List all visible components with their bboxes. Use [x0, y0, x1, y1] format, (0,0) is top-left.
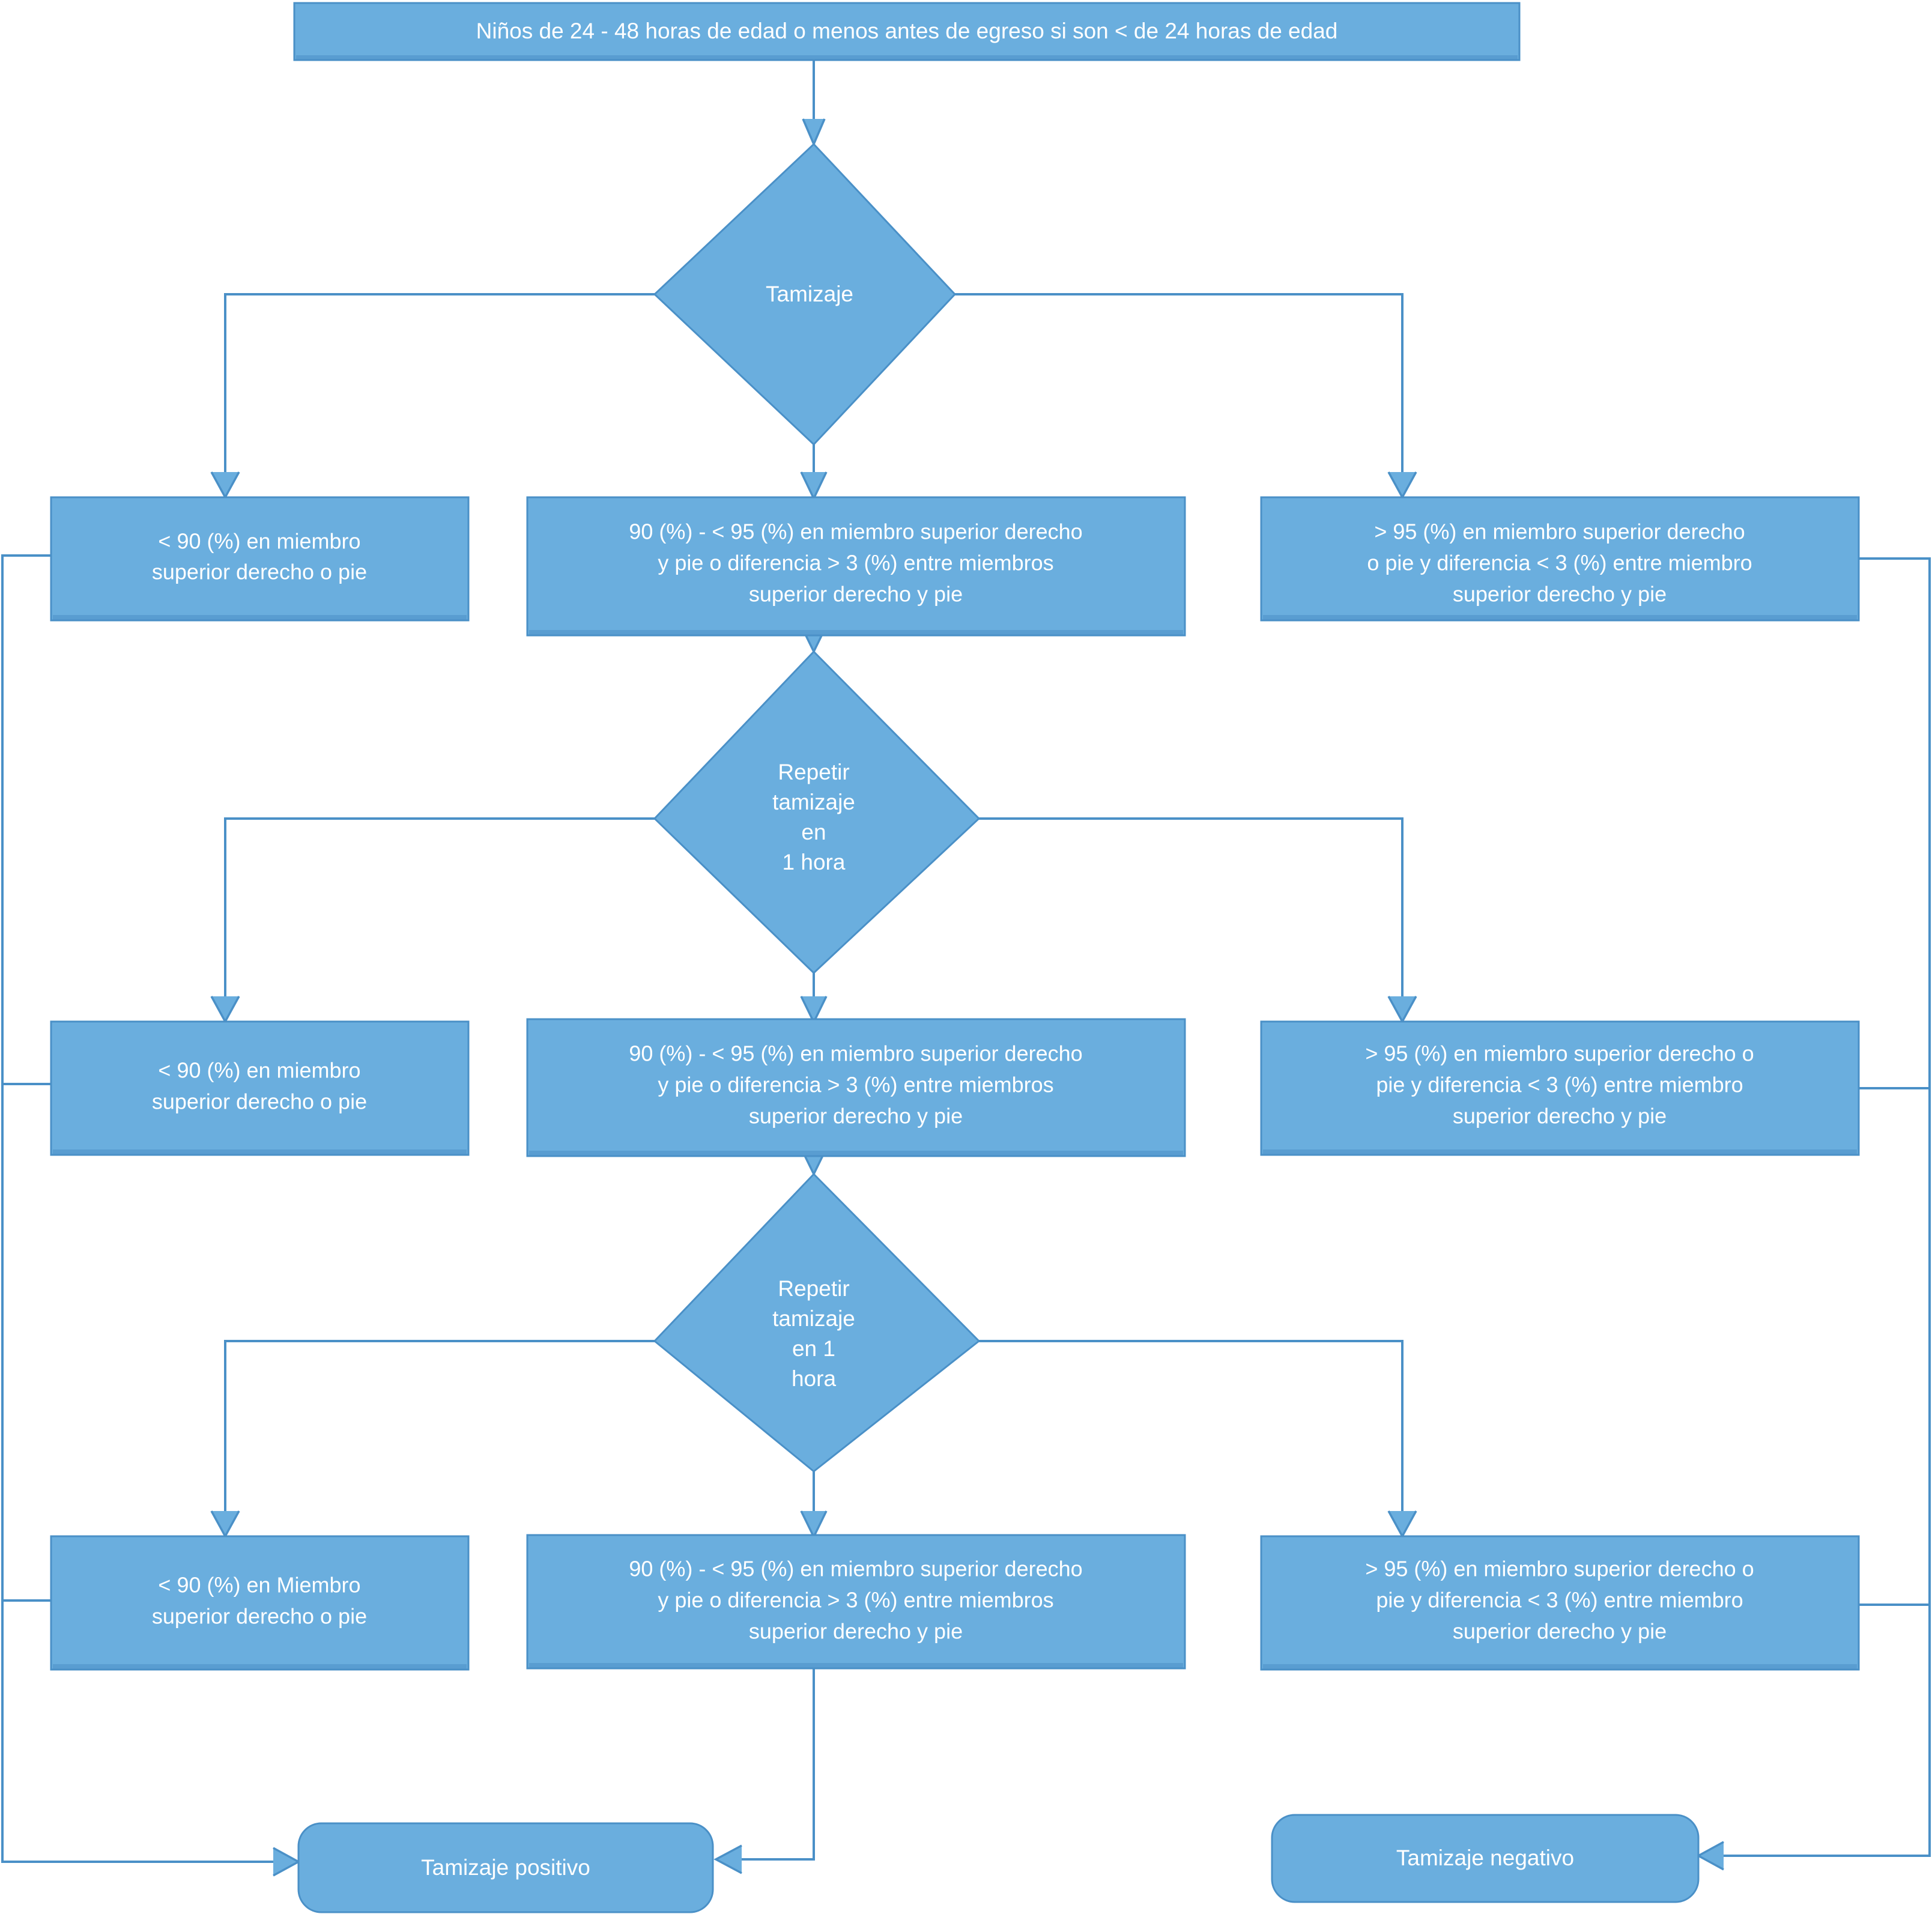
- node-decision-tamizaje-line-0: Tamizaje: [766, 282, 853, 306]
- node-row2-mid-line-1: y pie o diferencia > 3 (%) entre miembro…: [658, 1073, 1053, 1097]
- node-row2-mid-line-0: 90 (%) - < 95 (%) en miembro superior de…: [629, 1041, 1082, 1066]
- edge-left-trunk-to-positivo: [1, 554, 301, 1877]
- node-row2-high-line-1: pie y diferencia < 3 (%) entre miembro: [1376, 1073, 1743, 1097]
- node-row1-mid-line-0: 90 (%) - < 95 (%) en miembro superior de…: [629, 519, 1082, 544]
- node-row2-high-line-0: > 95 (%) en miembro superior derecho o: [1365, 1041, 1754, 1066]
- node-row1-high[interactable]: > 95 (%) en miembro superior derecho o p…: [1260, 496, 1860, 622]
- node-decision-repetir-1-line-2: en: [801, 820, 826, 844]
- node-decision-repetir-2-line-3: hora: [792, 1366, 836, 1391]
- node-row1-mid-line-1: y pie o diferencia > 3 (%) entre miembro…: [658, 551, 1053, 575]
- node-row2-low[interactable]: < 90 (%) en miembro superior derecho o p…: [50, 1020, 470, 1156]
- node-row3-mid-line-0: 90 (%) - < 95 (%) en miembro superior de…: [629, 1557, 1082, 1581]
- node-row3-mid-line-2: superior derecho y pie: [749, 1619, 963, 1644]
- node-decision-repetir-1-line-0: Repetir: [778, 760, 849, 784]
- node-terminal-negativo-label: Tamizaje negativo: [1396, 1846, 1574, 1870]
- node-row2-mid[interactable]: 90 (%) - < 95 (%) en miembro superior de…: [526, 1018, 1186, 1157]
- node-terminal-negativo[interactable]: Tamizaje negativo: [1271, 1814, 1700, 1903]
- node-row3-low-line-1: superior derecho o pie: [152, 1604, 367, 1629]
- node-decision-tamizaje[interactable]: Tamizaje: [653, 142, 957, 446]
- edge-row3-mid-to-positivo: [713, 1667, 815, 1874]
- node-row1-mid[interactable]: 90 (%) - < 95 (%) en miembro superior de…: [526, 496, 1186, 637]
- node-row3-mid[interactable]: 90 (%) - < 95 (%) en miembro superior de…: [526, 1534, 1186, 1670]
- node-row3-low-line-0: < 90 (%) en Miembro: [158, 1573, 360, 1598]
- node-row3-high[interactable]: > 95 (%) en miembro superior derecho o p…: [1260, 1535, 1860, 1671]
- node-row3-mid-line-1: y pie o diferencia > 3 (%) entre miembro…: [658, 1588, 1053, 1613]
- node-row3-high-line-0: > 95 (%) en miembro superior derecho o: [1365, 1557, 1754, 1581]
- node-start-label: Niños de 24 - 48 horas de edad o menos a…: [476, 19, 1338, 43]
- node-row1-high-line-2: superior derecho y pie: [1453, 582, 1667, 607]
- node-decision-repetir-2-line-2: en 1: [792, 1336, 835, 1361]
- node-row3-high-line-2: superior derecho y pie: [1453, 1619, 1667, 1644]
- node-decision-repetir-1-line-1: tamizaje: [772, 790, 855, 814]
- node-decision-repetir-1-line-3: 1 hora: [783, 850, 846, 874]
- node-row1-low-line-0: < 90 (%) en miembro: [158, 529, 360, 554]
- node-row2-mid-line-2: superior derecho y pie: [749, 1104, 963, 1128]
- node-row2-high[interactable]: > 95 (%) en miembro superior derecho o p…: [1260, 1020, 1860, 1156]
- node-row1-high-line-0: > 95 (%) en miembro superior derecho: [1374, 519, 1745, 544]
- node-terminal-positivo[interactable]: Tamizaje positivo: [297, 1822, 714, 1913]
- node-row2-high-line-2: superior derecho y pie: [1453, 1104, 1667, 1128]
- node-terminal-positivo-label: Tamizaje positivo: [421, 1855, 590, 1880]
- node-row1-high-line-1: o pie y diferencia < 3 (%) entre miembro: [1367, 551, 1752, 575]
- node-decision-repetir-2-line-1: tamizaje: [772, 1306, 855, 1331]
- node-decision-repetir-1[interactable]: Repetir tamizaje en 1 hora: [653, 650, 981, 975]
- node-row1-low[interactable]: < 90 (%) en miembro superior derecho o p…: [50, 496, 470, 622]
- node-row1-low-line-1: superior derecho o pie: [152, 560, 367, 584]
- node-row3-high-line-1: pie y diferencia < 3 (%) entre miembro: [1376, 1588, 1743, 1613]
- node-row2-low-line-0: < 90 (%) en miembro: [158, 1058, 360, 1083]
- node-start[interactable]: Niños de 24 - 48 horas de edad o menos a…: [293, 2, 1521, 61]
- node-row3-low[interactable]: < 90 (%) en Miembro superior derecho o p…: [50, 1535, 470, 1671]
- node-row1-mid-line-2: superior derecho y pie: [749, 582, 963, 607]
- edge-right-trunk-to-negativo: [1696, 557, 1931, 1871]
- node-decision-repetir-2[interactable]: Repetir tamizaje en 1 hora: [653, 1172, 981, 1473]
- node-decision-repetir-2-line-0: Repetir: [778, 1276, 849, 1301]
- node-row2-low-line-1: superior derecho o pie: [152, 1089, 367, 1114]
